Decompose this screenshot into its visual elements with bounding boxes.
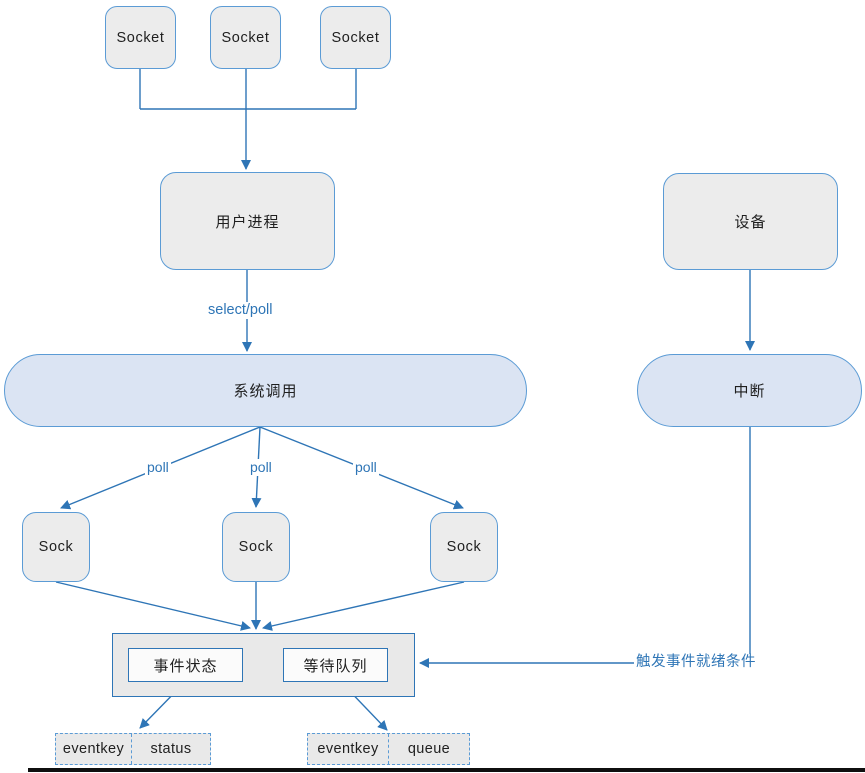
node-sock-2: Sock [222, 512, 290, 582]
node-device: 设备 [663, 173, 838, 270]
table-cell-status: status [150, 741, 192, 757]
edge-label-poll-middle: poll [248, 459, 274, 476]
node-system-call: 系统调用 [4, 354, 527, 427]
edge-label-trigger-condition: 触发事件就绪条件 [634, 654, 758, 671]
table-cell-eventkey2: eventkey [308, 734, 389, 764]
node-socket-3: Socket [320, 6, 391, 69]
node-socket-1: Socket [105, 6, 176, 69]
connector-sock3-to-container [262, 581, 465, 631]
table-cell-eventkey: eventkey [56, 734, 132, 764]
node-user-process: 用户进程 [160, 172, 335, 270]
node-sock-1: Sock [22, 512, 90, 582]
node-wait-queue: 等待队列 [283, 648, 388, 682]
bottom-edge-bar [28, 768, 865, 772]
table-cell-queue: queue [407, 741, 451, 757]
edge-label-poll-left: poll [145, 459, 171, 476]
node-event-state: 事件状态 [128, 648, 243, 682]
table-eventkey-queue: eventkey queue [307, 733, 470, 765]
node-socket-2: Socket [210, 6, 281, 69]
node-interrupt: 中断 [637, 354, 862, 427]
connector-sock1-to-container [55, 581, 251, 631]
node-sock-3: Sock [430, 512, 498, 582]
edge-label-select-poll: select/poll [206, 302, 275, 319]
table-eventkey-status: eventkey status [55, 733, 211, 765]
edge-label-poll-right: poll [353, 459, 379, 476]
